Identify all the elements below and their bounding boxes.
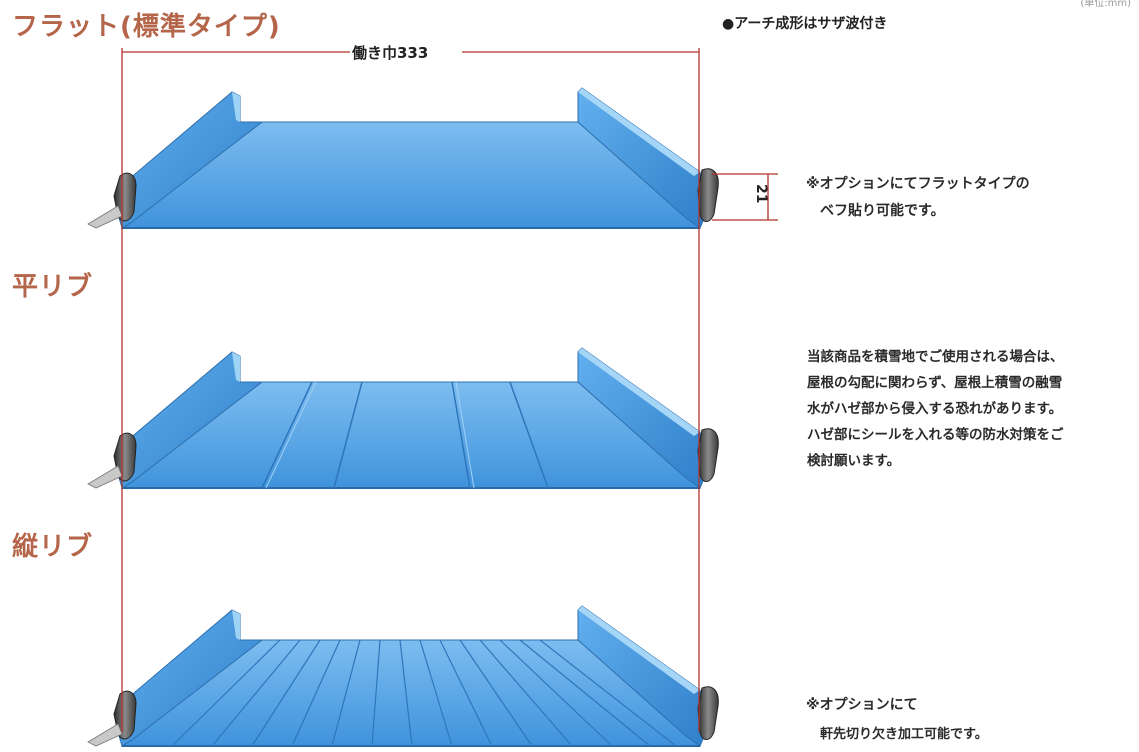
- note-line: ベフ貼り可能です。: [820, 203, 945, 219]
- note-line: 軒先切り欠き加工可能です。: [820, 727, 988, 742]
- tate-rib-label: 縦リブ: [12, 532, 94, 562]
- arch-note: ●アーチ成形はサザ波付き: [722, 16, 888, 32]
- note-line: 水がハゼ部から侵入する恐れがあります。: [807, 401, 1063, 417]
- note-line: 屋根の勾配に関わらず、屋根上積雪の融雪: [807, 375, 1063, 391]
- flat-panel: [87, 87, 720, 229]
- note-line: 当該商品を積雪地でご使用される場合は、: [807, 349, 1064, 365]
- height-dimension-label: 21: [753, 184, 769, 203]
- tate-option-note: ※オプションにて 軒先切り欠き加工可能です。: [806, 690, 988, 750]
- note-line: 検討願います。: [807, 453, 901, 469]
- note-line: ※オプションにてフラットタイプの: [806, 176, 1030, 192]
- hira-rib-panel: [87, 347, 720, 489]
- hira-rib-label: 平リブ: [12, 272, 94, 302]
- note-line: ※オプションにて: [806, 697, 918, 713]
- note-line: ハゼ部にシールを入れる等の防水対策をご: [807, 427, 1064, 443]
- snow-warning-note: 当該商品を積雪地でご使用される場合は、 屋根の勾配に関わらず、屋根上積雪の融雪 …: [807, 344, 1064, 474]
- flat-type-label: フラット(標準タイプ): [12, 12, 281, 42]
- tate-rib-panel: [87, 605, 720, 747]
- dimension-lines: [121, 48, 778, 732]
- unit-label: (単位:mm): [1080, 0, 1131, 9]
- flat-option-note: ※オプションにてフラットタイプの ベフ貼り可能です。: [806, 171, 1030, 225]
- width-dimension-label: 働き巾333: [351, 44, 428, 62]
